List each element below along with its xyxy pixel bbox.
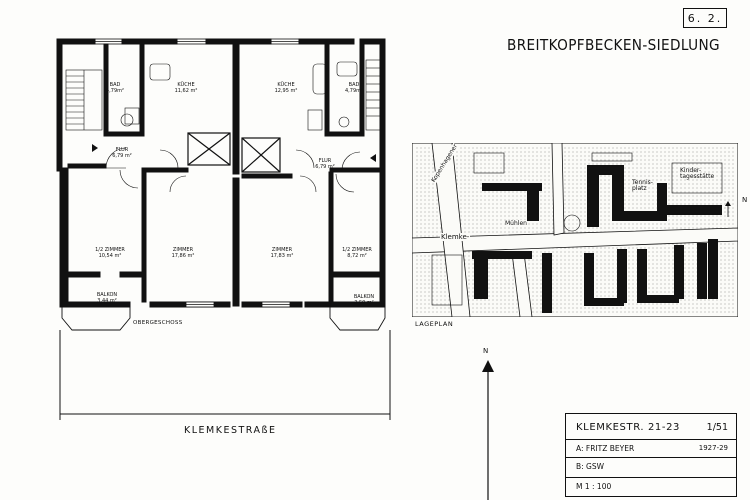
sheet-number: 6. 2.: [683, 8, 727, 28]
title-block-row-address: KLEMKESTR. 21-23 1/51: [566, 414, 736, 440]
builder-text: B: GSW: [576, 462, 605, 471]
sheet-index: 1/51: [706, 422, 728, 433]
map-label-tennisplatz: Tennis-platz: [632, 179, 653, 192]
site-plan-map: [412, 143, 738, 317]
page-title: BREITKOPFBECKEN-SIEDLUNG: [507, 36, 720, 54]
title-block-row-architect: A: FRITZ BEYER 1927-29: [566, 440, 736, 458]
floor-label: OBERGESCHOSS: [133, 320, 183, 326]
map-label-muehlen: Mühlen: [505, 220, 527, 227]
site-plan-label: LAGEPLAN: [415, 320, 454, 328]
architect-text: A: FRITZ BEYER: [576, 444, 635, 453]
years-text: 1927-29: [698, 444, 728, 452]
north-arrow-icon: [482, 360, 494, 500]
floor-plan: [56, 38, 391, 420]
street-label: KLEMKESTRAßE: [184, 425, 277, 436]
map-label-kindertagesstaette: Kinder-tagesstätte: [680, 167, 715, 180]
address-text: KLEMKESTR. 21-23: [576, 422, 681, 433]
scale-text: M 1 : 100: [576, 482, 612, 491]
title-block: KLEMKESTR. 21-23 1/51 A: FRITZ BEYER 192…: [565, 413, 737, 497]
site-plan-north-label: N: [742, 196, 748, 204]
title-block-row-builder: B: GSW: [566, 458, 736, 478]
title-block-row-scale: M 1 : 100: [566, 478, 736, 497]
north-label: N: [483, 347, 489, 355]
map-label-klemke: Klemke-: [440, 233, 471, 241]
